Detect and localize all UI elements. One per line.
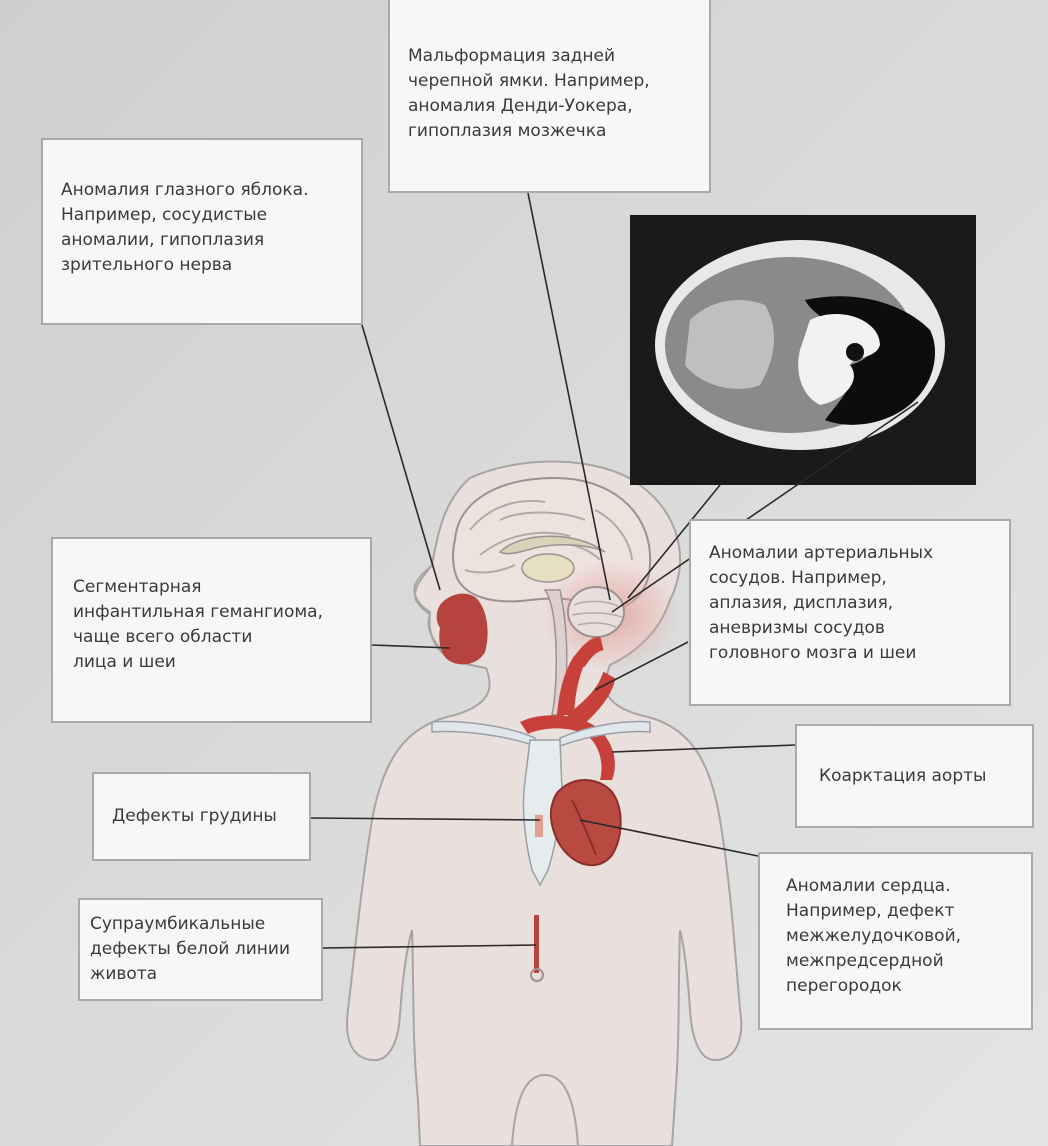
facial-hemangioma [437, 594, 488, 665]
leader-eye [362, 325, 440, 590]
label-posterior-fossa: Мальформация задней черепной ямки. Напри… [388, 0, 711, 193]
mri-vermis [846, 343, 864, 361]
label-coarctation: Коарктация аорты [795, 724, 1034, 828]
mri-tissue-detail [685, 300, 774, 389]
label-supraumbilical: Супраумбикальные дефекты белой линии жив… [78, 898, 323, 1001]
label-eye-anomaly: Аномалия глазного яблока. Например, сосу… [41, 138, 363, 325]
linea-alba-defect [534, 915, 539, 973]
label-arterial-anomalies: Аномалии артериальных сосудов. Например,… [689, 519, 1011, 706]
label-hemangioma: Сегментарная инфантильная гемангиома, ча… [51, 537, 372, 723]
sternum-defect [535, 815, 543, 837]
label-heart-anomalies: Аномалии сердца. Например, дефект межжел… [758, 852, 1033, 1030]
cerebellum [568, 587, 624, 637]
label-sternum-defects: Дефекты грудины [92, 772, 311, 861]
